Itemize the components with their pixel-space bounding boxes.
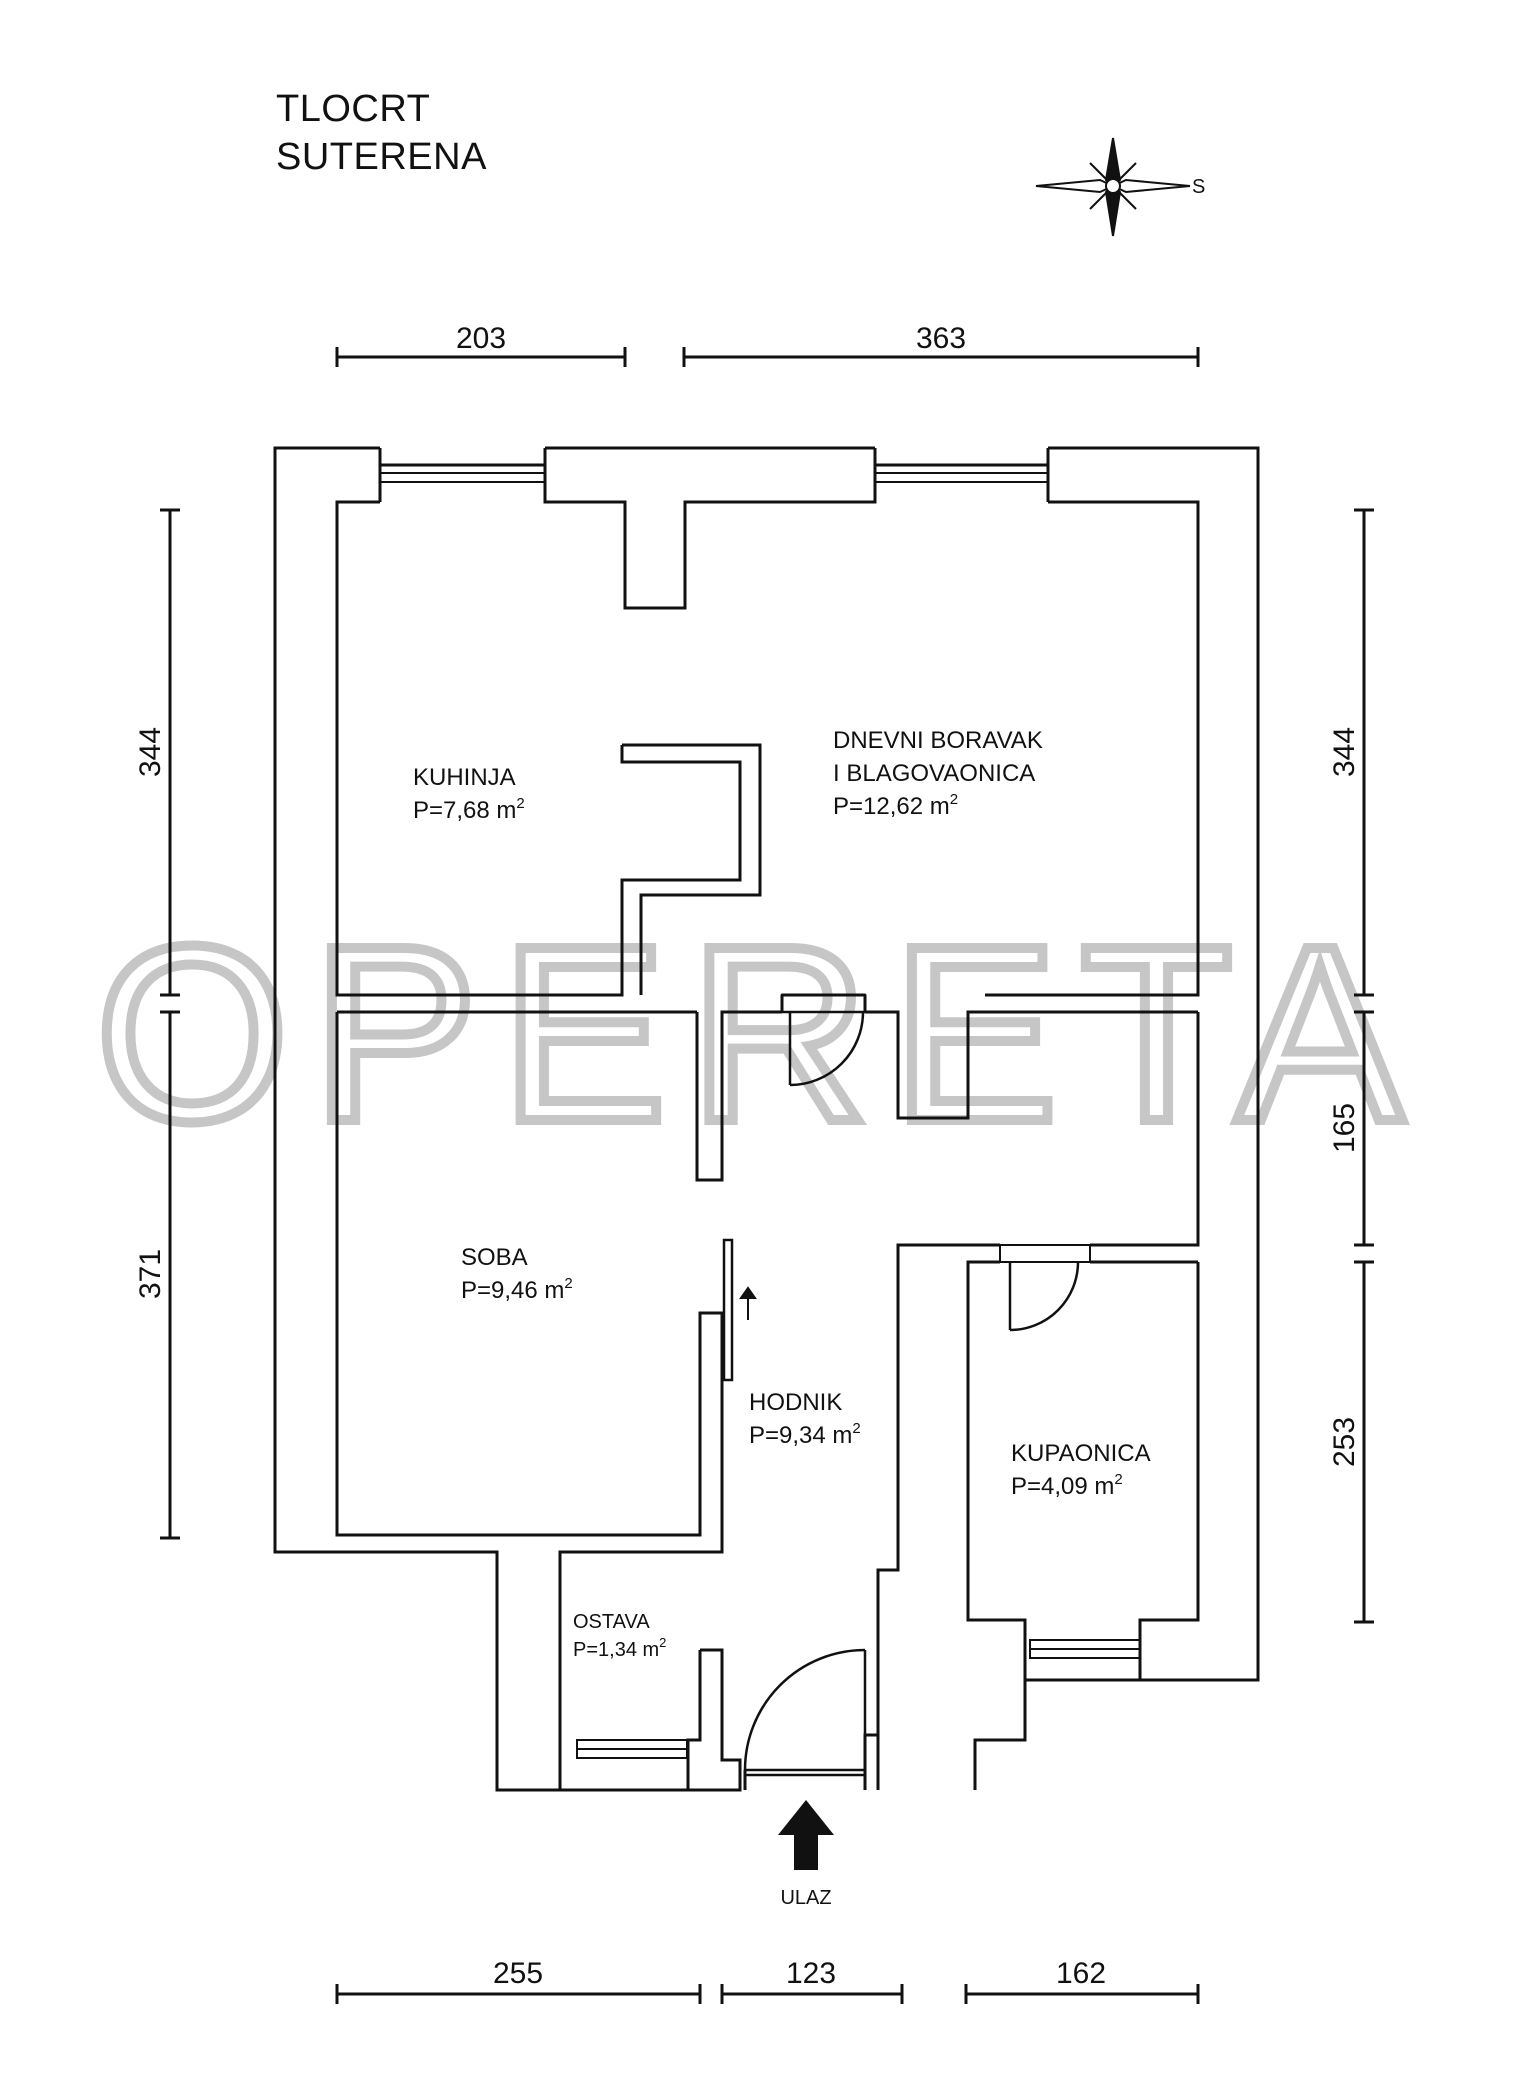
dim-bottom-2: 123 bbox=[786, 1957, 836, 1990]
room-kuhinja-area: P=7,68 m2 bbox=[413, 795, 525, 824]
room-hodnik-name: HODNIK bbox=[749, 1389, 842, 1416]
dimension-top bbox=[335, 347, 1200, 367]
plan-title-line1: TLOCRT bbox=[276, 88, 431, 130]
entrance-label: ULAZ bbox=[780, 1887, 831, 1909]
room-hodnik-area: P=9,34 m2 bbox=[749, 1420, 861, 1449]
dim-left-2: 371 bbox=[134, 1249, 167, 1299]
room-hodnik: HODNIK P=9,34 m2 bbox=[749, 1389, 861, 1449]
dimension-bottom bbox=[335, 1984, 1200, 2004]
walls bbox=[273, 446, 1260, 1792]
dim-right-3: 253 bbox=[1328, 1417, 1361, 1467]
room-dnevni-name-2: I BLAGOVAONICA bbox=[833, 760, 1035, 787]
compass-rose-icon bbox=[1035, 137, 1191, 237]
room-soba-name: SOBA bbox=[461, 1244, 528, 1271]
room-ostava: OSTAVA P=1,34 m2 bbox=[573, 1611, 666, 1661]
dim-top-1: 203 bbox=[456, 322, 506, 355]
dim-left-1: 344 bbox=[134, 727, 167, 777]
room-kuhinja-name: KUHINJA bbox=[413, 764, 516, 791]
room-kupaonica-name: KUPAONICA bbox=[1011, 1440, 1151, 1467]
up-arrow-icon bbox=[739, 1286, 757, 1320]
room-kuhinja: KUHINJA P=7,68 m2 bbox=[413, 764, 525, 824]
room-dnevni-boravak: DNEVNI BORAVAK I BLAGOVAONICA P=12,62 m2 bbox=[833, 727, 1043, 820]
dimension-right bbox=[1354, 508, 1374, 1624]
room-soba-area: P=9,46 m2 bbox=[461, 1275, 573, 1304]
room-dnevni-area: P=12,62 m2 bbox=[833, 791, 958, 820]
dim-right-1: 344 bbox=[1328, 727, 1361, 777]
room-kupaonica: KUPAONICA P=4,09 m2 bbox=[1011, 1440, 1151, 1500]
compass-label: S bbox=[1192, 176, 1205, 198]
dim-right-2: 165 bbox=[1328, 1103, 1361, 1153]
room-kupaonica-area: P=4,09 m2 bbox=[1011, 1471, 1123, 1500]
entrance-arrow-icon bbox=[778, 1800, 834, 1870]
windows bbox=[379, 464, 1141, 1759]
room-ostava-name: OSTAVA bbox=[573, 1611, 650, 1633]
dim-top-2: 363 bbox=[916, 322, 966, 355]
room-ostava-area: P=1,34 m2 bbox=[573, 1635, 666, 1661]
doors bbox=[722, 993, 1080, 1777]
dim-bottom-1: 255 bbox=[493, 1957, 543, 1990]
dim-bottom-3: 162 bbox=[1056, 1957, 1106, 1990]
plan-title-line2: SUTERENA bbox=[276, 136, 487, 178]
room-soba: SOBA P=9,46 m2 bbox=[461, 1244, 573, 1304]
room-dnevni-name-1: DNEVNI BORAVAK bbox=[833, 727, 1043, 754]
dimension-left bbox=[160, 508, 180, 1540]
watermark: OPERETA bbox=[95, 894, 1425, 1173]
